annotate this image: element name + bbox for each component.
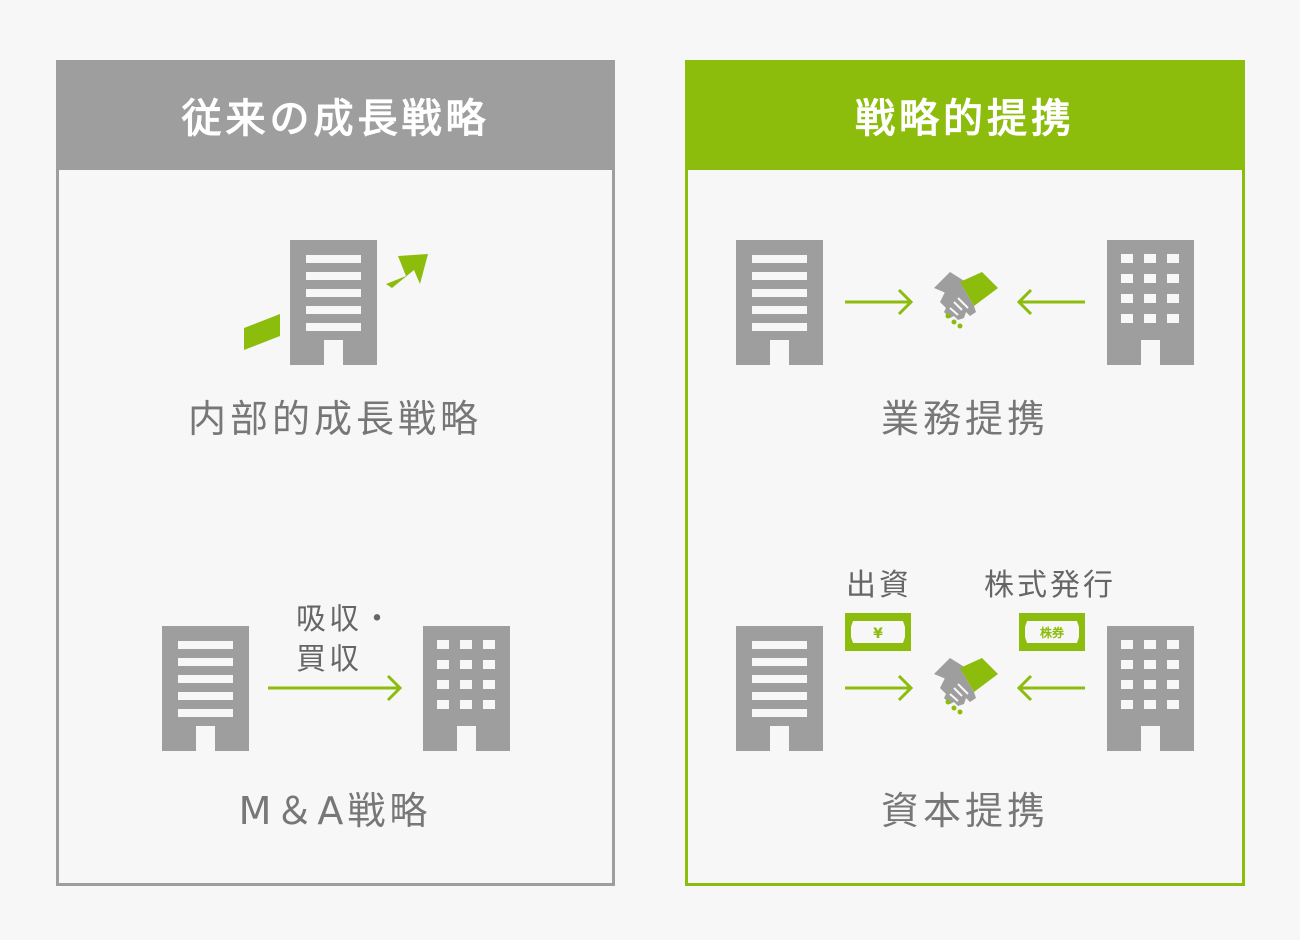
acquisition-label-line2: 買収 — [296, 642, 362, 677]
share-issue-label: 株式発行 — [984, 568, 1116, 603]
strategic-alliance-title: 戦略的提携 — [685, 60, 1245, 170]
building-striped-icon — [736, 240, 823, 365]
building-striped-icon — [162, 626, 249, 751]
stock-symbol: 株券 — [1040, 625, 1065, 640]
handshake-icon — [933, 271, 999, 330]
stock-certificate-icon: 株券 — [1019, 613, 1085, 651]
arrow-left-icon — [1016, 288, 1085, 316]
arrow-right-icon — [845, 674, 914, 702]
building-striped-icon — [290, 240, 377, 365]
building-striped-icon — [736, 626, 823, 751]
investment-label: 出資 — [846, 568, 912, 603]
arrow-right-icon — [845, 288, 914, 316]
building-windows-icon — [1107, 240, 1194, 365]
arrow-right-icon — [268, 674, 403, 702]
traditional-growth-title: 従来の成長戦略 — [56, 60, 615, 170]
capital-alliance-label: 資本提携 — [880, 789, 1049, 833]
strategic-alliance-panel: 戦略的提携 — [685, 60, 1245, 886]
traditional-growth-panel: 従来の成長戦略 — [56, 60, 615, 886]
building-windows-icon — [1107, 626, 1194, 751]
growth-arrow-icon — [244, 254, 428, 350]
business-alliance-label: 業務提携 — [880, 397, 1049, 441]
yen-symbol: ¥ — [873, 626, 883, 642]
yen-bill-icon: ¥ — [845, 613, 911, 651]
internal-growth-label: 内部的成長戦略 — [187, 397, 482, 441]
ma-strategy-label: M＆A戦略 — [238, 789, 432, 833]
arrow-left-icon — [1016, 674, 1085, 702]
building-windows-icon — [423, 626, 510, 751]
handshake-icon — [933, 657, 999, 716]
acquisition-label-line1: 吸収・ — [296, 602, 395, 637]
